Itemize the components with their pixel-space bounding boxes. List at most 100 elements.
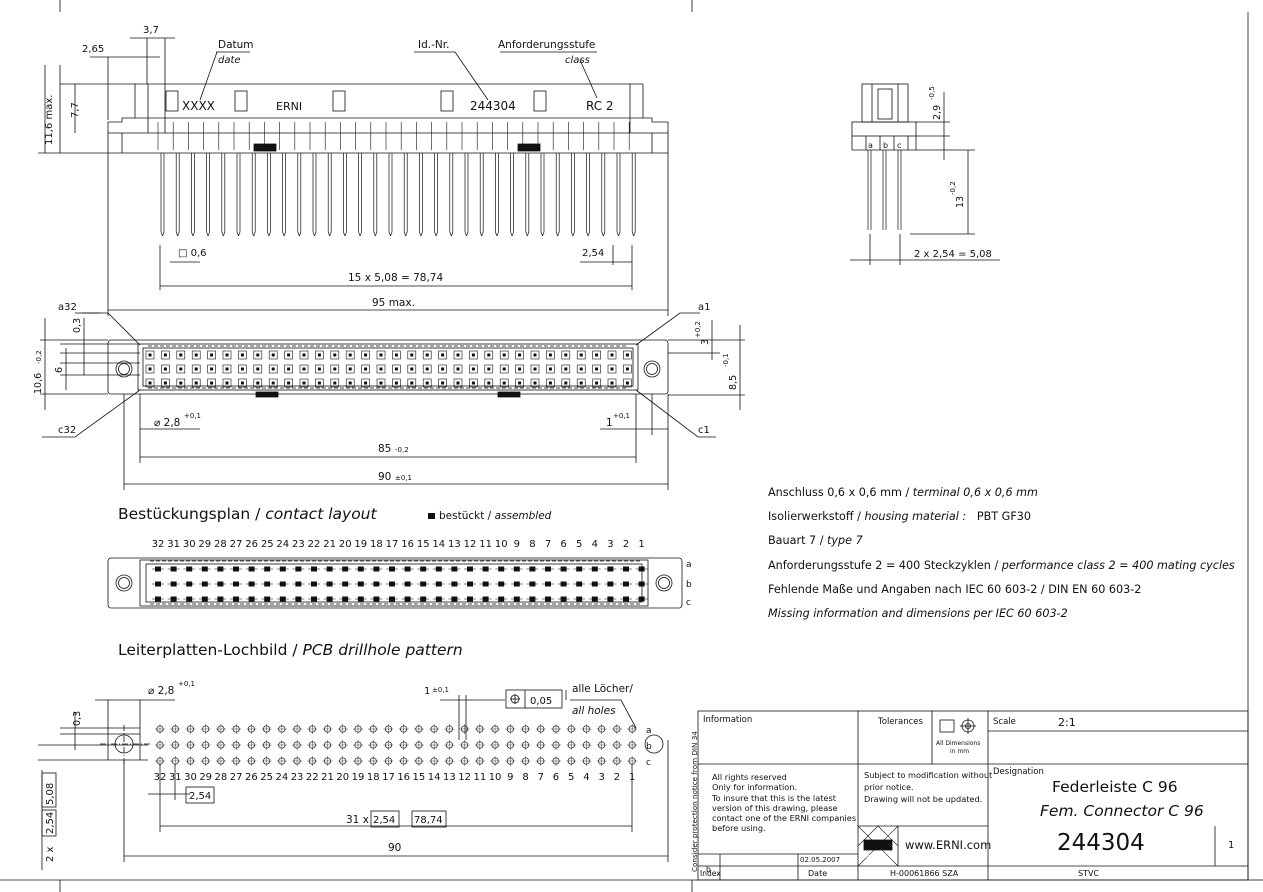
contact-number: 24 [276, 539, 289, 550]
contact-number: 13 [448, 539, 461, 550]
legend-en: assembled [494, 510, 552, 522]
contact-point [194, 381, 198, 385]
contact-point [548, 381, 552, 385]
contact-point [579, 353, 583, 357]
pin-tip [555, 231, 559, 237]
pin-tip [253, 231, 256, 237]
contact-cell [623, 378, 632, 388]
pcb-dim-5-08: 5,08 [45, 783, 56, 805]
contact-point [333, 367, 337, 371]
row-label-b: b [686, 580, 692, 590]
pcb-hole-number: 24 [275, 772, 288, 783]
note-performance: Anforderungsstufe 2 = 400 Steckzyklen / … [768, 558, 1235, 572]
contact-point [441, 381, 445, 385]
contact-point [502, 381, 506, 385]
contact-number: 3 [607, 539, 613, 550]
mark-erni: ERNI [276, 100, 302, 113]
contact-cell [499, 364, 509, 374]
pcb-hole-number: 9 [507, 772, 513, 783]
side-view-pins [157, 122, 636, 237]
contact-cell [576, 350, 586, 360]
contact-number: 18 [370, 539, 383, 550]
contact-point [348, 381, 352, 385]
pcb-hole-number: 17 [382, 772, 395, 783]
contact-point [302, 381, 306, 385]
pcb-row-b: b [646, 742, 652, 752]
tb-designation-label: Designation [993, 767, 1044, 777]
note-missing-de: Fehlende Maße und Angaben nach IEC 60 60… [768, 583, 1248, 607]
contact-cell [561, 364, 571, 374]
contact-cell [623, 350, 632, 360]
pcb-hole-number: 27 [230, 772, 243, 783]
note-missing-en: Missing information and dimensions per I… [768, 607, 1248, 631]
contact-cell [222, 378, 232, 388]
legend-de: bestückt [439, 510, 485, 522]
contact-point [394, 381, 398, 385]
contact-point [625, 353, 629, 357]
contact-cell [191, 350, 201, 360]
note-performance-de: Anforderungsstufe 2 = 400 Steckzyklen [768, 558, 991, 572]
contact-point [364, 353, 368, 357]
pin-tip [207, 231, 210, 237]
pcb-hole-number: 5 [568, 772, 574, 783]
contact-cell [299, 350, 309, 360]
contact-cell [284, 378, 293, 388]
contact-cell [576, 378, 586, 388]
contact-number: 9 [514, 539, 520, 550]
contact-number: 1 [638, 539, 644, 550]
corner-c1: c1 [698, 425, 710, 436]
contact-point [210, 353, 214, 357]
contact-cell [238, 378, 247, 388]
contact-point [456, 381, 460, 385]
mark-xxxx: XXXX [182, 99, 215, 113]
contact-cell [592, 364, 601, 374]
end-label-b: b [883, 141, 888, 150]
note-housing-material: PBT GF30 [976, 510, 1032, 524]
contact-cell [376, 364, 386, 374]
dim-dia-2-8-tol: +0,1 [184, 412, 201, 420]
pcb-hole-number: 30 [184, 772, 197, 783]
contact-cell [546, 378, 555, 388]
tb-website: www.ERNI.com [905, 838, 992, 852]
contact-cell [330, 378, 340, 388]
contact-cell [407, 378, 417, 388]
contact-point [163, 367, 167, 371]
contact-point [394, 367, 398, 371]
pcb-hole-number: 23 [291, 772, 304, 783]
pin-tip [586, 231, 589, 237]
pin-tip [464, 231, 467, 237]
contact-point [148, 381, 152, 385]
pcb-hole-number: 16 [397, 772, 410, 783]
contact-cell [376, 350, 386, 360]
pin-tip [314, 231, 317, 237]
tb-rights-2: Only for information. [712, 782, 798, 793]
contact-cell [284, 364, 293, 374]
tb-scale-label: Scale [993, 717, 1016, 727]
contact-point [487, 367, 491, 371]
note-type-en: type 7 [827, 534, 863, 548]
pcb-row-a: a [646, 726, 652, 736]
contact-cell [484, 364, 494, 374]
pin-tip [162, 231, 165, 237]
pin-tip [526, 231, 530, 237]
contact-cell [315, 364, 324, 374]
contact-cell [438, 378, 447, 388]
contact-cell [530, 378, 540, 388]
tb-rights-4: version of this drawing, please [712, 802, 838, 813]
contact-cell [392, 350, 401, 360]
contact-cell [284, 350, 293, 360]
contact-point [425, 381, 429, 385]
contact-point [225, 367, 229, 371]
contact-point [302, 367, 306, 371]
contact-point [240, 353, 244, 357]
pin-tip [222, 231, 226, 237]
contact-point [379, 367, 383, 371]
pcb-hole-number: 19 [352, 772, 365, 783]
contact-point [210, 381, 214, 385]
dim-0-3: 0,3 [72, 318, 83, 333]
pcb-hole-number: 4 [583, 772, 589, 783]
contact-point [317, 353, 321, 357]
pcb-hole-number: 32 [154, 772, 167, 783]
tb-rights-1: All rights reserved [712, 772, 787, 782]
